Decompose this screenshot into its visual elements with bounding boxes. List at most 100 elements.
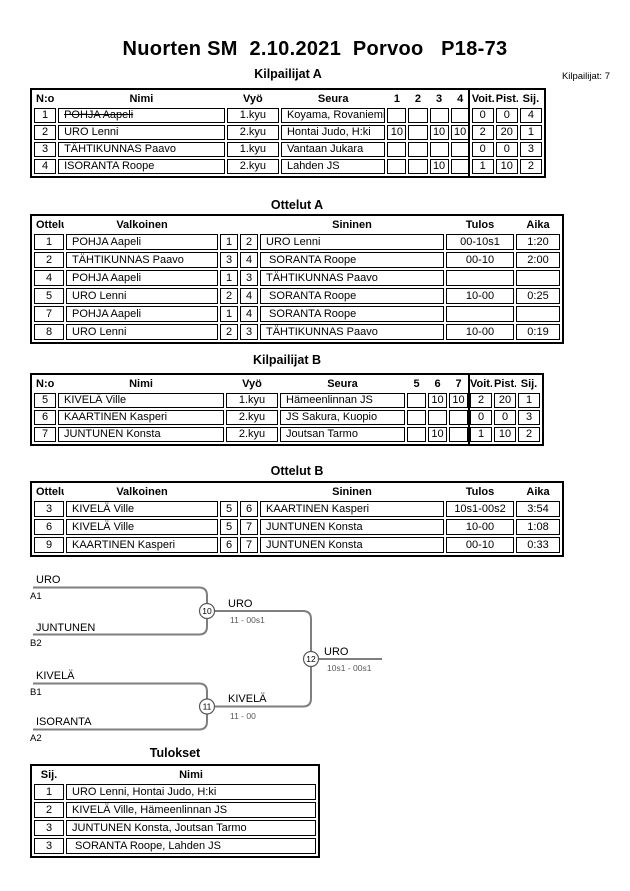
cell-club: Vantaan Jukara bbox=[280, 142, 386, 157]
cell-score bbox=[429, 142, 449, 157]
cell-points: 20 bbox=[495, 125, 518, 140]
cell-match: 4 bbox=[34, 270, 64, 286]
col-wins: Voit. bbox=[470, 378, 492, 390]
header-row: Ottelu Valkoinen Sininen Tulos Aika bbox=[34, 218, 560, 232]
table-row: 8 URO Lenni 2 3 TÄHTIKUNNAS Paavo 10-00 … bbox=[34, 324, 560, 340]
cell-score bbox=[449, 427, 468, 442]
cell-score: 10 bbox=[387, 125, 407, 140]
cell-blue-no: 3 bbox=[240, 270, 258, 286]
cell-blue-no: 3 bbox=[240, 324, 258, 340]
cell-score bbox=[449, 410, 468, 425]
col-white-no bbox=[220, 485, 238, 499]
header-row: Sij. Nimi bbox=[34, 768, 316, 782]
cell-score bbox=[450, 108, 470, 123]
col-match: Ottelu bbox=[36, 486, 64, 498]
col-wins: Voit. bbox=[471, 93, 494, 105]
sf1-bottom-name: JUNTUNEN bbox=[36, 622, 95, 634]
points-section-divider bbox=[468, 88, 470, 178]
competitors-b-table-wrap: N:o Nimi Vyö Seura 5 6 7 Voit. Pist. Sij… bbox=[30, 373, 544, 446]
cell-blue-no: 4 bbox=[240, 288, 258, 304]
cell-place: 1 bbox=[518, 393, 540, 408]
table-row: 1 POHJA Aapeli 1.kyu Koyama, Rovaniemi 0… bbox=[34, 108, 542, 123]
cell-result: 00-10s1 bbox=[446, 234, 514, 250]
cell-white: KIVELÄ Ville bbox=[66, 519, 218, 535]
cell-wins: 2 bbox=[471, 125, 494, 140]
col-opp6: 6 bbox=[434, 378, 441, 390]
match-12-number: 12 bbox=[306, 654, 316, 664]
cell-blue: SORANTA Roope bbox=[260, 306, 444, 322]
table-row: 6 KIVELÄ Ville 5 7 JUNTUNEN Konsta 10-00… bbox=[34, 519, 560, 535]
cell-score bbox=[450, 159, 470, 174]
cell-belt: 2.kyu bbox=[226, 159, 279, 174]
cell-points: 0 bbox=[495, 108, 518, 123]
table-row: 4 ISORANTA Roope 2.kyu Lahden JS 10 1 10… bbox=[34, 159, 542, 174]
col-belt: Vyö bbox=[242, 93, 263, 105]
cell-white: TÄHTIKUNNAS Paavo bbox=[66, 252, 218, 268]
cell-belt: 2.kyu bbox=[226, 125, 279, 140]
cell-belt: 1.kyu bbox=[226, 393, 278, 408]
cell-time: 0:33 bbox=[516, 537, 560, 553]
tournament-bracket: 10 11 12 URO A1 JUNTUNEN B2 URO 11 - 00s… bbox=[30, 574, 382, 744]
cell-white-no: 5 bbox=[220, 519, 238, 535]
cell-blue-no: 7 bbox=[240, 537, 258, 553]
cell-match: 7 bbox=[34, 306, 64, 322]
cell-white-no: 2 bbox=[220, 324, 238, 340]
cell-result: 10s1-00s2 bbox=[446, 501, 514, 517]
sf1-top-seed: A1 bbox=[30, 591, 42, 602]
final-winner-name: URO bbox=[324, 646, 349, 658]
participants-count: Kilpailijat: 7 bbox=[561, 71, 610, 82]
matches-a-title: Ottelut A bbox=[270, 198, 324, 212]
cell-score bbox=[408, 142, 428, 157]
cell-score: 10 bbox=[428, 393, 447, 408]
cell-name: JUNTUNEN Konsta, Joutsan Tarmo bbox=[66, 820, 316, 836]
col-time: Aika bbox=[526, 219, 550, 231]
col-blue-no bbox=[240, 485, 258, 499]
table-row: 7 JUNTUNEN Konsta 2.kyu Joutsan Tarmo 10… bbox=[34, 427, 540, 442]
cell-place: 3 bbox=[518, 410, 540, 425]
results-title: Tulokset bbox=[149, 746, 201, 760]
header-row: N:o Nimi Vyö Seura 5 6 7 Voit. Pist. Sij… bbox=[34, 377, 540, 391]
cell-number: 6 bbox=[34, 410, 56, 425]
cell-white: POHJA Aapeli bbox=[66, 270, 218, 286]
match-11-circle bbox=[198, 698, 216, 715]
table-row: 3 TÄHTIKUNNAS Paavo 1.kyu Vantaan Jukara… bbox=[34, 142, 542, 157]
cell-blue: TÄHTIKUNNAS Paavo bbox=[260, 270, 444, 286]
cell-place: 4 bbox=[519, 108, 542, 123]
match-12-circle bbox=[302, 650, 320, 668]
cell-blue-no: 4 bbox=[240, 252, 258, 268]
cell-name: URO Lenni bbox=[58, 125, 225, 140]
cell-club: Hämeenlinnan JS bbox=[280, 393, 405, 408]
table-row: 7 POHJA Aapeli 1 4 SORANTA Roope bbox=[34, 306, 560, 322]
cell-number: 1 bbox=[34, 108, 57, 123]
competitors-a-table-wrap: N:o Nimi Vyö Seura 1 2 3 4 Voit. Pist. S… bbox=[30, 88, 546, 178]
cell-place: 2 bbox=[34, 802, 64, 818]
cell-name: TÄHTIKUNNAS Paavo bbox=[58, 142, 225, 157]
col-opp7: 7 bbox=[455, 378, 462, 390]
cell-blue-no: 6 bbox=[240, 501, 258, 517]
table-row: 5 URO Lenni 2 4 SORANTA Roope 10-00 0:25 bbox=[34, 288, 560, 304]
results-table: Sij. Nimi 1 URO Lenni, Hontai Judo, H:ki… bbox=[30, 764, 320, 858]
header-row: Ottelu Valkoinen Sininen Tulos Aika bbox=[34, 485, 560, 499]
cell-match: 1 bbox=[34, 234, 64, 250]
cell-number: 5 bbox=[34, 393, 56, 408]
col-time: Aika bbox=[526, 486, 550, 498]
matches-a-table: Ottelu Valkoinen Sininen Tulos Aika 1 PO… bbox=[30, 214, 564, 344]
table-row: 3 SORANTA Roope, Lahden JS bbox=[34, 838, 316, 854]
cell-club: Joutsan Tarmo bbox=[280, 427, 405, 442]
cell-place: 2 bbox=[519, 159, 542, 174]
sf1-top-name: URO bbox=[36, 574, 61, 586]
cell-score bbox=[387, 159, 407, 174]
cell-result: 10-00 bbox=[446, 324, 514, 340]
cell-time: 0:25 bbox=[516, 288, 560, 304]
cell-wins: 1 bbox=[471, 159, 494, 174]
match-11-number: 11 bbox=[203, 702, 212, 712]
cell-wins: 0 bbox=[471, 142, 494, 157]
cell-white-no: 3 bbox=[220, 252, 238, 268]
col-opp1: 1 bbox=[393, 93, 400, 105]
col-blue: Sininen bbox=[332, 219, 372, 231]
cell-result bbox=[446, 306, 514, 322]
sf1-bottom-seed: B2 bbox=[30, 638, 42, 649]
col-white: Valkoinen bbox=[116, 486, 168, 498]
table-row: 2 URO Lenni 2.kyu Hontai Judo, H:ki 10 1… bbox=[34, 125, 542, 140]
